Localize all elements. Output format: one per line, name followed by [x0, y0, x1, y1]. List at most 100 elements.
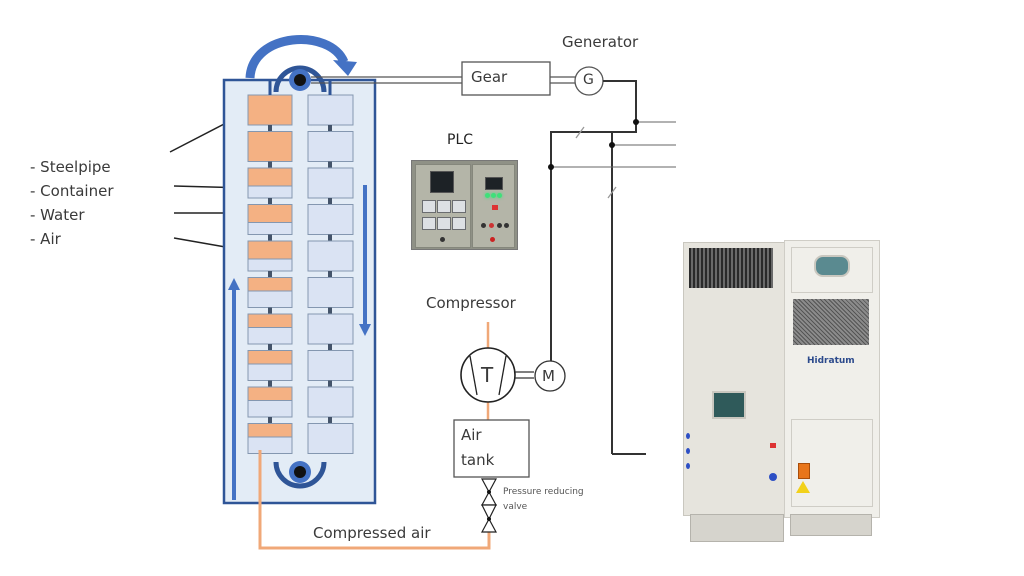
chain-link [328, 380, 332, 387]
junction-dot [548, 164, 554, 170]
top-sprocket-hub [294, 74, 306, 86]
unit-red-indicator [770, 443, 776, 448]
plc-button [504, 223, 509, 228]
gear-box [461, 61, 551, 96]
legend-steelpipe: - Steelpipe [30, 158, 111, 176]
plc-gauge [422, 200, 436, 213]
valve-dot [487, 517, 491, 521]
unit-front-window [814, 255, 850, 277]
compressor-blade [469, 355, 478, 396]
falling-container [307, 204, 354, 241]
chain-link [268, 417, 272, 424]
falling-container [307, 277, 354, 314]
air-tank-label-line1: Air [461, 426, 482, 444]
falling-container [307, 386, 354, 424]
rising-containers [247, 80, 293, 454]
rising-container [247, 386, 293, 424]
unit-front-grille [793, 299, 869, 345]
chain-link [268, 161, 272, 168]
plc-door-left [415, 164, 471, 248]
container-air [247, 350, 293, 365]
warning-icon [796, 481, 810, 493]
plc-button [481, 223, 486, 228]
container-water [307, 350, 354, 381]
container-water [307, 240, 354, 272]
chain-link [268, 307, 272, 314]
plc-status-led [497, 193, 502, 198]
falling-container [307, 313, 354, 351]
container-air [247, 94, 293, 126]
unit-blue-knob [769, 473, 777, 481]
phase-mark [575, 126, 585, 139]
chain-link [268, 125, 272, 132]
pressure-reducing-valve-icon [480, 478, 498, 533]
generator-wire [550, 80, 637, 345]
chain-link [268, 271, 272, 278]
generator-symbol-label: G [583, 72, 594, 88]
compressor-blade [498, 355, 507, 396]
unit-top-door [791, 247, 873, 293]
hidratum-unit-image: Hidratum [680, 238, 880, 548]
container-air [247, 277, 293, 292]
legend-container: - Container [30, 182, 114, 200]
container-water [307, 167, 354, 199]
rising-container [247, 277, 293, 314]
plc-gauge [437, 217, 451, 230]
brand-label: Hidratum [807, 356, 855, 366]
container-water [307, 277, 354, 308]
container-air [247, 204, 293, 223]
container-air [247, 423, 293, 438]
chain-link [268, 198, 272, 205]
rising-container [247, 350, 293, 387]
falling-container [307, 423, 354, 454]
container-water [307, 94, 354, 126]
falling-container [307, 167, 354, 205]
unit-skid [690, 514, 784, 542]
chain-link [328, 125, 332, 132]
rotation-arrow-icon [245, 35, 349, 79]
container-air [247, 131, 293, 162]
plc-hmi-display [485, 177, 503, 190]
down-arrow-icon [359, 324, 371, 336]
plc-panel-image [411, 160, 518, 250]
container-water [307, 423, 354, 454]
phase-mark [607, 186, 617, 199]
plc-gauge [452, 217, 466, 230]
chain-link [328, 307, 332, 314]
container-air [247, 386, 293, 401]
plc-emergency-button [490, 237, 495, 242]
container-water [307, 313, 354, 345]
valve-label-line2: valve [503, 502, 528, 512]
falling-container [307, 94, 354, 132]
plc-gauge [437, 200, 451, 213]
chain-link [328, 417, 332, 424]
unit-front-panel [784, 240, 880, 518]
turbine-symbol-label: T [481, 363, 494, 387]
container-water [307, 131, 354, 162]
junction-dot [609, 142, 615, 148]
container-water [307, 204, 354, 235]
rising-container [247, 94, 293, 132]
plc-button [497, 223, 502, 228]
chain-link [328, 271, 332, 278]
chain-link [328, 198, 332, 205]
plc-label: PLC [447, 132, 474, 148]
unit-lower-door [791, 419, 873, 507]
valve-dot [487, 490, 491, 494]
bottom-sprocket-hub [294, 466, 306, 478]
chain-link [328, 234, 332, 241]
gear-label: Gear [471, 68, 508, 86]
unit-top-grille [689, 248, 773, 288]
container-water [307, 386, 354, 418]
plc-status-led [491, 193, 496, 198]
compressor-label: Compressor [426, 294, 516, 312]
air-tank [453, 419, 530, 478]
plc-door-right [472, 164, 515, 248]
bottom-sprocket-arc [273, 461, 327, 489]
falling-container [307, 131, 354, 168]
compressor-symbol [460, 347, 516, 403]
legend-water: - Water [30, 206, 85, 224]
rising-container [247, 204, 293, 241]
motor-symbol-label: M [542, 367, 555, 385]
